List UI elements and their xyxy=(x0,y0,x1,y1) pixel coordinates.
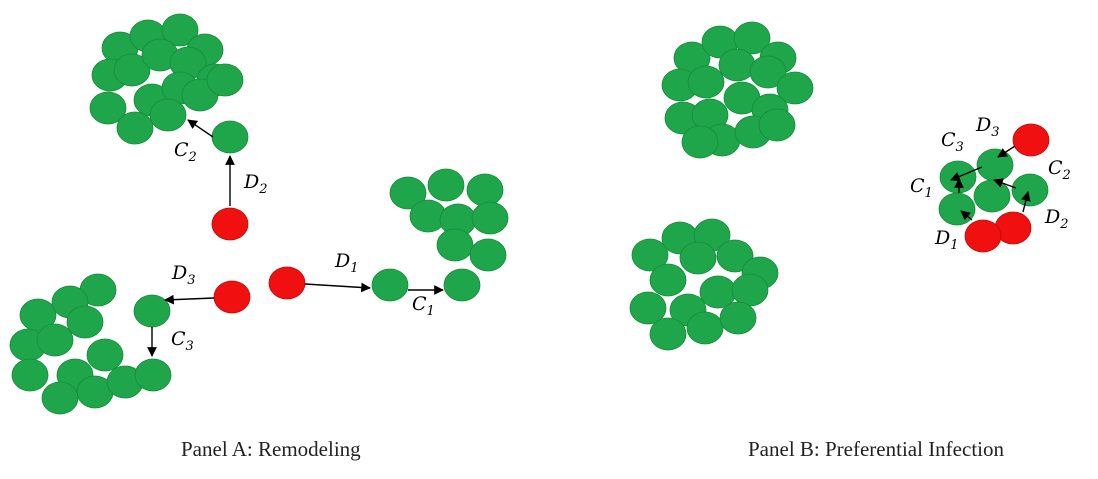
healthy-cell xyxy=(133,294,171,328)
infected-cell xyxy=(964,219,1002,253)
healthy-cell xyxy=(649,317,687,351)
label-b-c3: C3 xyxy=(941,129,964,155)
panel-a-infected-cells xyxy=(211,207,306,314)
healthy-cell xyxy=(938,192,976,226)
label-d3: D3 xyxy=(171,262,196,288)
healthy-cell xyxy=(686,311,724,345)
healthy-cell xyxy=(36,323,74,357)
healthy-cell xyxy=(629,291,667,325)
healthy-cell xyxy=(631,238,669,272)
panel-a-cluster-bottom-left xyxy=(9,273,172,415)
healthy-cell xyxy=(443,268,481,302)
healthy-cell xyxy=(371,268,409,302)
panel-b-cluster-bottom xyxy=(629,218,779,351)
label-c3: C3 xyxy=(171,328,194,354)
healthy-cell xyxy=(41,381,79,415)
healthy-cell xyxy=(1011,173,1049,207)
healthy-cell xyxy=(89,91,127,125)
healthy-cell xyxy=(731,273,769,307)
healthy-cell xyxy=(206,63,244,97)
panel-a-caption: Panel A: Remodeling xyxy=(181,437,361,461)
healthy-cell xyxy=(161,13,199,47)
arrow-b-d2 xyxy=(1021,191,1031,213)
infected-cell xyxy=(1012,123,1050,157)
healthy-cell xyxy=(681,125,719,159)
panel-b-infected-cells xyxy=(964,123,1050,253)
label-d1: D1 xyxy=(334,250,359,276)
healthy-cell xyxy=(86,338,124,372)
healthy-cell xyxy=(11,358,49,392)
arrow-b-d1 xyxy=(960,210,973,221)
healthy-cell xyxy=(436,228,474,262)
healthy-cell xyxy=(749,55,787,89)
healthy-cell xyxy=(66,305,104,339)
infected-cell xyxy=(213,280,251,314)
arrow-d1 xyxy=(304,282,371,293)
healthy-cell xyxy=(471,201,509,235)
arrow-b-d3 xyxy=(997,145,1016,158)
label-d2: D2 xyxy=(243,171,268,197)
healthy-cell xyxy=(427,168,465,202)
healthy-cell xyxy=(733,21,771,55)
panel-b-cluster-small xyxy=(938,148,1049,226)
healthy-cell xyxy=(679,241,717,275)
healthy-cell xyxy=(776,71,814,105)
healthy-cell xyxy=(687,65,725,99)
label-b-d2: D2 xyxy=(1044,206,1069,232)
healthy-cell xyxy=(973,179,1011,213)
healthy-cell xyxy=(718,48,756,82)
healthy-cell xyxy=(149,98,187,132)
healthy-cell xyxy=(211,120,249,154)
arrow-d3 xyxy=(164,294,215,305)
infected-cell xyxy=(268,266,306,300)
panel-a-single-cells xyxy=(133,120,409,328)
healthy-cell xyxy=(469,238,507,272)
arrow-c2 xyxy=(187,119,214,138)
arrow-b-c2 xyxy=(993,178,1017,189)
healthy-cell xyxy=(649,263,687,297)
label-c2: C2 xyxy=(174,139,197,165)
label-b-d3: D3 xyxy=(975,114,1000,140)
healthy-cell xyxy=(719,301,757,335)
healthy-cell xyxy=(113,53,151,87)
healthy-cell xyxy=(389,176,427,210)
healthy-cell xyxy=(134,358,172,392)
label-b-c1: C1 xyxy=(910,175,933,201)
healthy-cell xyxy=(976,148,1014,182)
healthy-cell xyxy=(466,173,504,207)
infected-cell xyxy=(211,207,249,241)
healthy-cell xyxy=(716,239,754,273)
label-b-c2: C2 xyxy=(1048,157,1071,183)
panel-a-cluster-right xyxy=(389,168,509,302)
healthy-cell xyxy=(116,111,154,145)
panel-b-caption: Panel B: Preferential Infection xyxy=(748,437,1004,461)
label-b-d1: D1 xyxy=(934,227,959,253)
healthy-cell xyxy=(19,298,57,332)
healthy-cell xyxy=(758,108,796,142)
panel-b-cluster-top xyxy=(661,21,814,159)
arrow-b-c3 xyxy=(950,166,983,182)
panel-a-cluster-top xyxy=(89,13,244,145)
label-c1: C1 xyxy=(412,293,435,319)
